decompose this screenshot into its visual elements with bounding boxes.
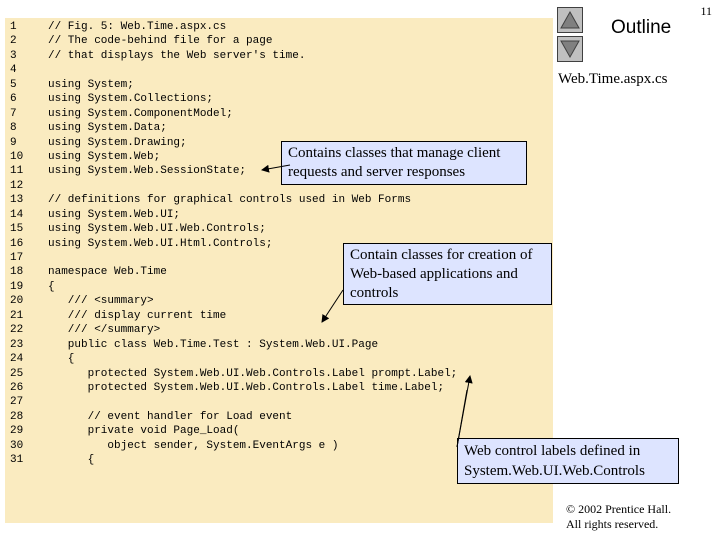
code-line: using System.ComponentModel; [48,107,233,120]
copyright-line2: All rights reserved. [566,517,659,531]
copyright-line1: © 2002 Prentice Hall. [566,502,672,516]
code-line: { [48,280,55,293]
code-line: // The code-behind file for a page [48,35,273,48]
code-line: /// display current time [48,309,227,322]
line-number: 27 [10,396,24,409]
callout-labels-line1: Web control labels defined in [464,443,641,459]
line-number: 31 [10,454,24,467]
line-number: 13 [10,194,24,207]
line-number: 26 [10,381,24,394]
callout-namespaces: Contains classes that manage client requ… [281,141,527,185]
line-number: 9 [10,136,17,149]
copyright: © 2002 Prentice Hall. All rights reserve… [566,502,671,532]
line-number: 19 [10,280,24,293]
code-line: { [48,353,75,366]
line-number: 8 [10,122,17,135]
code-line [48,63,548,77]
code-line: private void Page_Load( [48,425,240,438]
code-line: using System.Web.UI.Html.Controls; [48,237,273,250]
code-line: { [48,454,95,467]
code-listing: // Fig. 5: Web.Time.aspx.cs // The code-b… [48,20,548,468]
next-slide-button[interactable] [557,36,583,62]
line-number: 16 [10,237,24,250]
line-number: 4 [10,64,17,77]
line-number: 29 [10,425,24,438]
previous-slide-button[interactable] [557,7,583,33]
page-number: 11 [700,4,712,18]
line-number: 10 [10,150,24,163]
code-line: protected System.Web.UI.Web.Controls.Lab… [48,381,445,394]
line-number: 30 [10,439,24,452]
line-number: 22 [10,324,24,337]
callout-labels-line2: System.Web.UI.Web.Controls [464,463,645,479]
line-number: 12 [10,179,24,192]
line-number: 6 [10,93,17,106]
code-line: using System.Web.SessionState; [48,165,247,178]
line-number: 25 [10,367,24,380]
code-line [48,395,548,409]
line-number: 1 [10,21,17,33]
code-line: using System.Drawing; [48,136,187,149]
code-line: // that displays the Web server's time. [48,49,306,62]
code-line: // definitions for graphical controls us… [48,194,412,207]
line-number: 24 [10,353,24,366]
line-number: 21 [10,309,24,322]
code-line: using System.Collections; [48,93,214,106]
code-line: using System.Web.UI; [48,208,181,221]
line-number: 15 [10,223,24,236]
code-line: using System.Web.UI.Web.Controls; [48,223,266,236]
line-number: 17 [10,252,24,264]
code-line: public class Web.Time.Test : System.Web.… [48,338,379,351]
callout-labels: Web control labels defined in System.Web… [457,438,679,484]
code-line: using System.Web; [48,150,161,163]
code-line: namespace Web.Time [48,266,167,279]
line-number: 18 [10,266,24,279]
line-number: 5 [10,78,17,91]
code-line: object sender, System.EventArgs e ) [48,439,339,452]
code-line: protected System.Web.UI.Web.Controls.Lab… [48,367,458,380]
code-line: using System; [48,78,134,91]
line-number: 2 [10,35,17,48]
code-line: /// <summary> [48,295,154,308]
callout-web-controls: Contain classes for creation of Web-base… [343,243,552,305]
code-line: /// </summary> [48,324,161,337]
code-line: // event handler for Load event [48,410,293,423]
line-number: 7 [10,107,17,120]
line-number: 14 [10,208,24,221]
line-number: 28 [10,410,24,423]
line-number: 11 [10,165,24,178]
code-line: using System.Data; [48,122,167,135]
line-number: 3 [10,49,17,62]
line-number: 20 [10,295,24,308]
triangle-up-icon [560,11,580,29]
file-name: Web.Time.aspx.cs [558,71,668,87]
outline-title[interactable]: Outline [611,17,672,38]
triangle-down-icon [560,40,580,58]
line-number: 23 [10,338,24,351]
code-line: // Fig. 5: Web.Time.aspx.cs [48,21,227,33]
